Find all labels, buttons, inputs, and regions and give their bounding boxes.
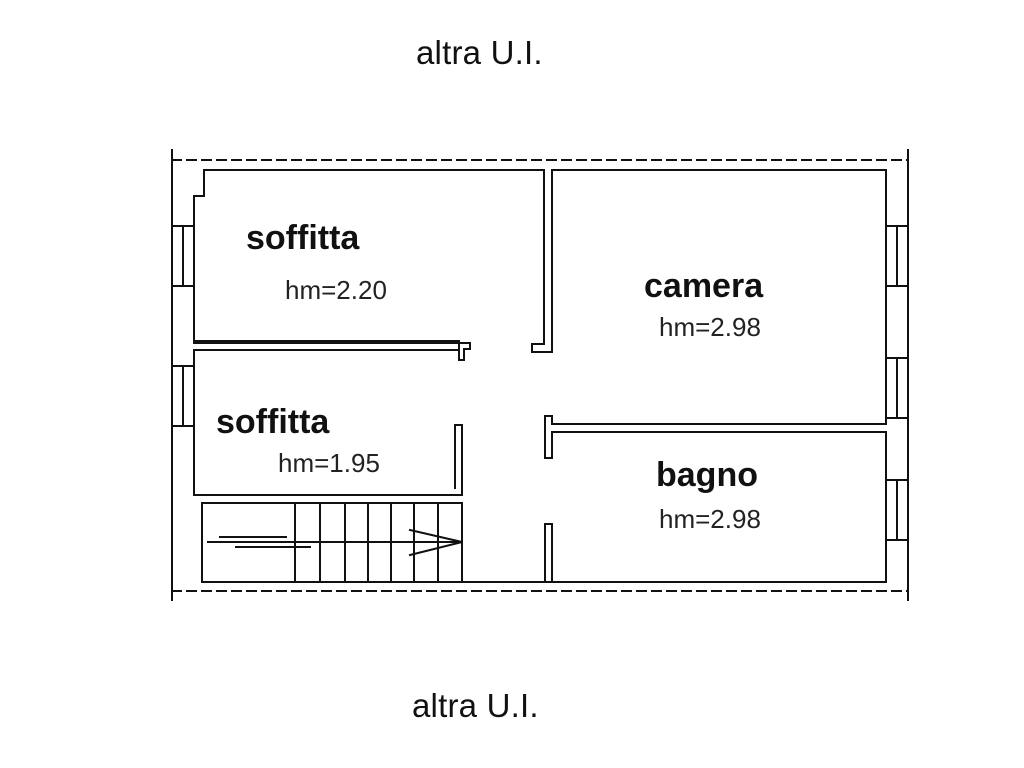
wall-inner-stub [531, 169, 553, 353]
room-name-soffitta-upper: soffitta [246, 219, 360, 257]
room-height-camera: hm=2.98 [659, 312, 761, 342]
room-height-bagno: hm=2.98 [659, 504, 761, 534]
wall-soffitta-upper-outer [203, 169, 545, 345]
room-name-soffitta-lower: soffitta [216, 403, 330, 441]
room-name-bagno: bagno [656, 456, 758, 494]
window-right-lower [885, 479, 909, 541]
room-name-camera: camera [644, 267, 764, 305]
staircase-direction-arrow [408, 528, 463, 557]
neighbor-label-bottom: altra U.I. [412, 687, 539, 724]
room-height-soffitta-lower: hm=1.95 [278, 448, 380, 478]
room-outline-soffitta-lower [193, 349, 463, 496]
room-height-soffitta-upper: hm=2.20 [285, 275, 387, 305]
room-outline-camera [544, 169, 887, 459]
window-right-upper [885, 225, 909, 287]
neighbor-label-top: altra U.I. [416, 34, 543, 71]
room-outline-soffitta-upper [193, 169, 471, 361]
window-right-middle [885, 357, 909, 419]
window-left-upper [171, 225, 195, 287]
staircase [201, 502, 463, 583]
window-left-lower [171, 365, 195, 427]
